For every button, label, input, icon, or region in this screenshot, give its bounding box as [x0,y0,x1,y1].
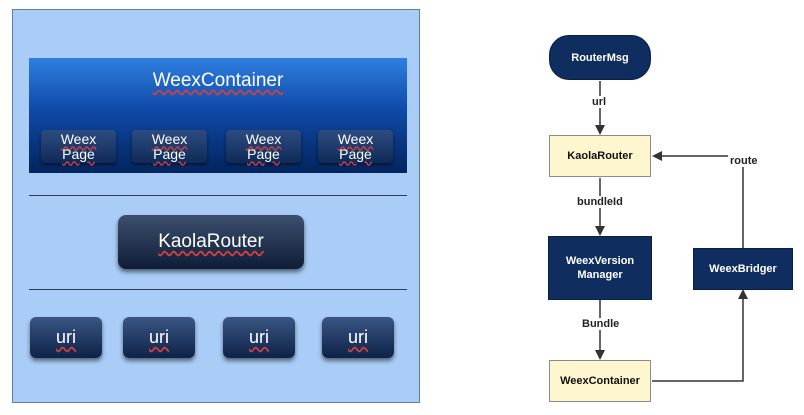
weex-container-node: WeexContainer [549,360,651,402]
uri-box: uri [30,317,102,358]
uri-box: uri [223,317,295,358]
weex-page-line1: Weex [60,130,97,147]
kaola-router-node-label: KaolaRouter [567,150,633,162]
edge-url-label: url [590,96,609,108]
weex-page-box: Weex Page [132,130,207,163]
uri-label: uri [347,327,368,347]
uri-box: uri [123,317,195,358]
edge-bundle-label: Bundle [580,318,622,330]
kaola-router-label: KaolaRouter [158,231,264,252]
layer-divider [29,289,407,290]
router-msg-label: RouterMsg [571,51,629,64]
weex-page-box: Weex Page [318,130,393,163]
uri-label: uri [248,327,269,347]
weex-page-line2: Page [153,145,186,162]
edge-container-to-bridger [652,289,748,382]
edge-route-arrow [652,151,744,248]
weex-page-box: Weex Page [41,130,116,163]
uri-label: uri [55,327,76,347]
weex-version-manager-node: WeexVersion Manager [548,236,652,300]
uri-box: uri [322,317,394,358]
weex-page-line2: Page [339,145,372,162]
edge-route-label: route [728,155,760,167]
weex-version-line2: Manager [577,269,623,281]
layer-divider [29,195,407,196]
weex-page-line2: Page [247,145,280,162]
weex-page-line1: Weex [337,130,374,147]
weex-version-line1: WeexVersion [565,255,635,267]
architecture-panel: WeexContainer Weex Page Weex Page Weex P… [12,9,420,403]
kaola-router-node: KaolaRouter [549,135,651,177]
router-msg-node: RouterMsg [549,35,651,80]
weex-page-line2: Page [62,145,95,162]
weex-page-box: Weex Page [226,130,301,163]
weex-container-title: WeexContainer [152,70,284,91]
edge-bundleid-label: bundleId [575,196,625,208]
weex-bridger-node: WeexBridger [693,248,793,290]
kaola-router-layer: KaolaRouter [118,215,304,269]
weex-page-line1: Weex [245,130,282,147]
weex-container-node-label: WeexContainer [560,375,640,387]
weex-page-line1: Weex [151,130,188,147]
uri-label: uri [148,327,169,347]
weex-bridger-label: WeexBridger [709,263,777,275]
weex-container-layer: WeexContainer Weex Page Weex Page Weex P… [29,58,407,173]
